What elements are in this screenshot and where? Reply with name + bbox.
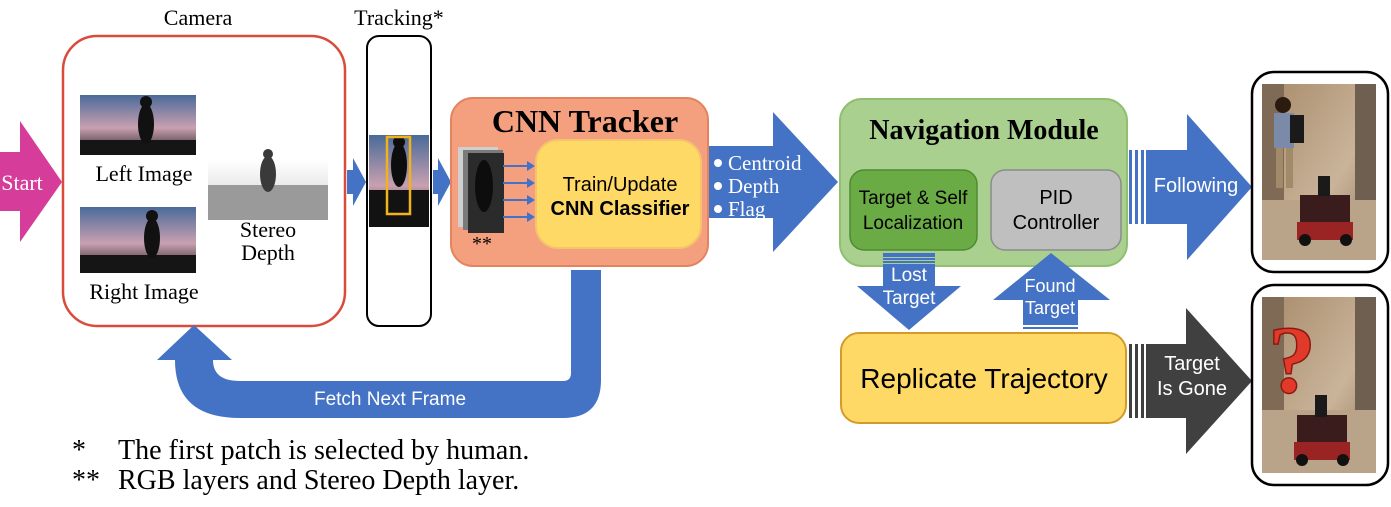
pid-box [990,169,1122,251]
arrow-camera-to-tracking [347,158,366,206]
pid-line1: PID [1039,187,1072,209]
target-gone-line2: Is Gone [1157,378,1227,400]
footnote-2: ** RGB layers and Stereo Depth layer. [72,466,529,496]
tracking-title: Tracking* [354,5,444,30]
footnote-mark: ** [72,465,100,496]
lost-target-line2: Target [883,288,937,309]
tracker-to-navigation-arrow [709,112,838,252]
camera-title: Camera [164,5,233,30]
left-image-label: Left Image [95,161,192,186]
fetch-next-frame-arrow [157,270,601,418]
found-target-line2: Target [1025,298,1075,318]
stereo-depth-thumbnail [208,149,328,220]
right-image-thumbnail [80,207,196,273]
output-list: Centroid Depth Flag [714,151,802,221]
found-target-arrow: Found Target [993,253,1110,331]
footnote-text: RGB layers and Stereo Depth layer. [118,465,520,496]
found-target-line1: Found [1024,276,1075,296]
cnn-tracker-title: CNN Tracker [492,103,678,139]
patch-to-classifier-arrows [503,161,535,222]
replicate-label: Replicate Trajectory [860,363,1107,394]
tracking-box-highlight [385,135,412,216]
lost-target-line1: Lost [891,265,928,286]
start-label: Start [1,170,43,195]
navigation-title: Navigation Module [869,115,1098,146]
output-item: Centroid [728,151,802,175]
following-photo [1262,84,1376,260]
classifier-line2: CNN Classifier [551,198,690,220]
following-label: Following [1154,175,1238,197]
footnote-1: * The first patch is selected by human. [72,436,529,466]
classifier-line1: Train/Update [563,174,678,196]
footnotes: * The first patch is selected by human. … [72,436,529,496]
output-item: Depth [728,174,780,198]
tracking-frame-thumbnail [369,135,429,227]
lost-target-arrow: Lost Target [857,253,961,330]
question-mark-icon: ? [1268,306,1316,413]
patch-stack [458,147,504,233]
pid-line2: Controller [1013,212,1100,234]
localization-line2: Localization [863,213,963,234]
left-image-thumbnail [80,95,196,155]
start-arrow: Start [0,121,62,242]
output-item: Flag [728,197,766,221]
classifier-box [535,139,702,249]
patch-note: ** [472,233,492,255]
fetch-label: Fetch Next Frame [314,389,466,410]
stereo-label-2: Depth [241,240,295,265]
localization-box [849,169,978,251]
arrow-tracking-to-tracker [433,158,451,206]
footnote-mark: * [72,435,86,466]
following-arrow: Following [1129,114,1252,260]
target-gone-arrow: Target Is Gone [1129,308,1252,454]
stereo-label-1: Stereo [240,217,296,242]
footnote-text: The first patch is selected by human. [118,435,530,466]
start-arrow-shape [0,121,62,242]
right-image-label: Right Image [89,279,198,304]
target-gone-photo: ? [1262,297,1376,473]
localization-line1: Target & Self [859,188,968,209]
target-gone-line1: Target [1164,353,1220,375]
replicate-box [840,332,1127,424]
